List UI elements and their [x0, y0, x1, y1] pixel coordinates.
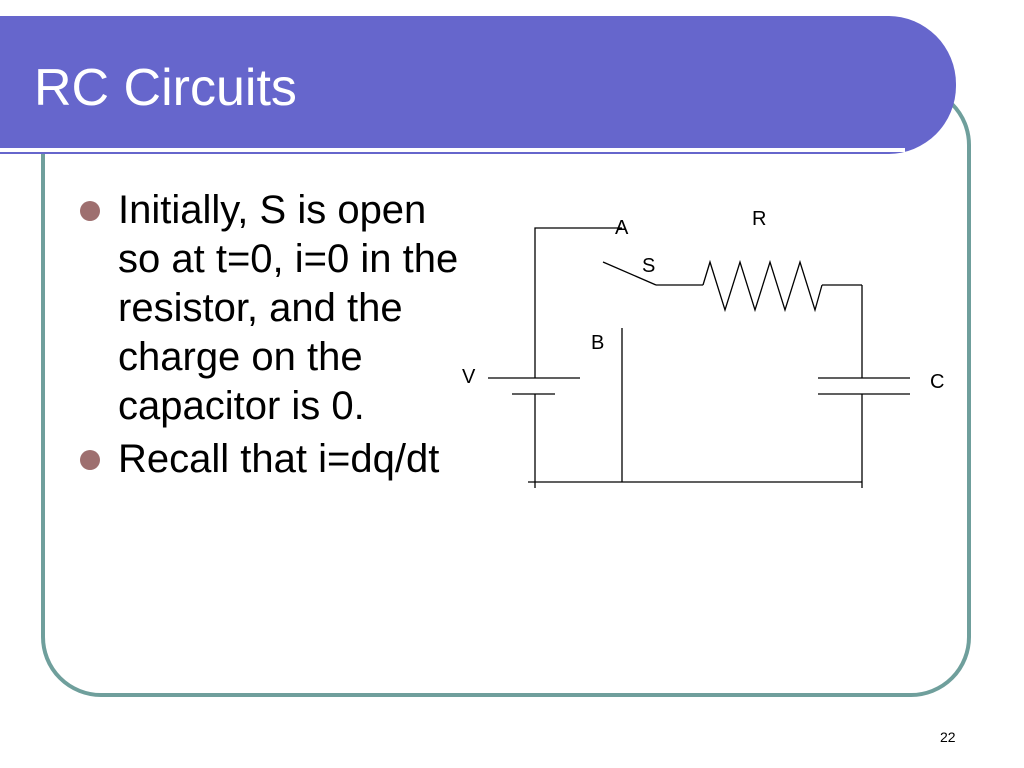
page-number: 22 [940, 729, 956, 745]
slide-frame [41, 85, 971, 697]
circuit-label-c: C [930, 371, 944, 393]
bullet-text: Initially, S is open so at t=0, i=0 in t… [118, 188, 459, 428]
bullet-dot-icon [80, 450, 100, 470]
circuit-label-a: A [615, 217, 629, 239]
circuit-label-r: R [752, 208, 766, 230]
circuit-label-v: V [462, 366, 476, 388]
slide-title: RC Circuits [34, 59, 297, 117]
circuit-label-s: S [642, 255, 655, 277]
bullet-item: Recall that i=dq/dt [80, 435, 460, 484]
bullet-item: Initially, S is open so at t=0, i=0 in t… [80, 186, 460, 431]
title-bar: RC Circuits [0, 16, 956, 154]
circuit-wire-top-left [534, 227, 622, 284]
resistor-zigzag [702, 259, 823, 313]
bullet-list: Initially, S is open so at t=0, i=0 in t… [80, 186, 460, 488]
circuit-label-b: B [591, 332, 604, 354]
bullet-text: Recall that i=dq/dt [118, 437, 440, 481]
switch-blade [602, 261, 657, 286]
bullet-dot-icon [80, 201, 100, 221]
title-underline [0, 148, 905, 152]
